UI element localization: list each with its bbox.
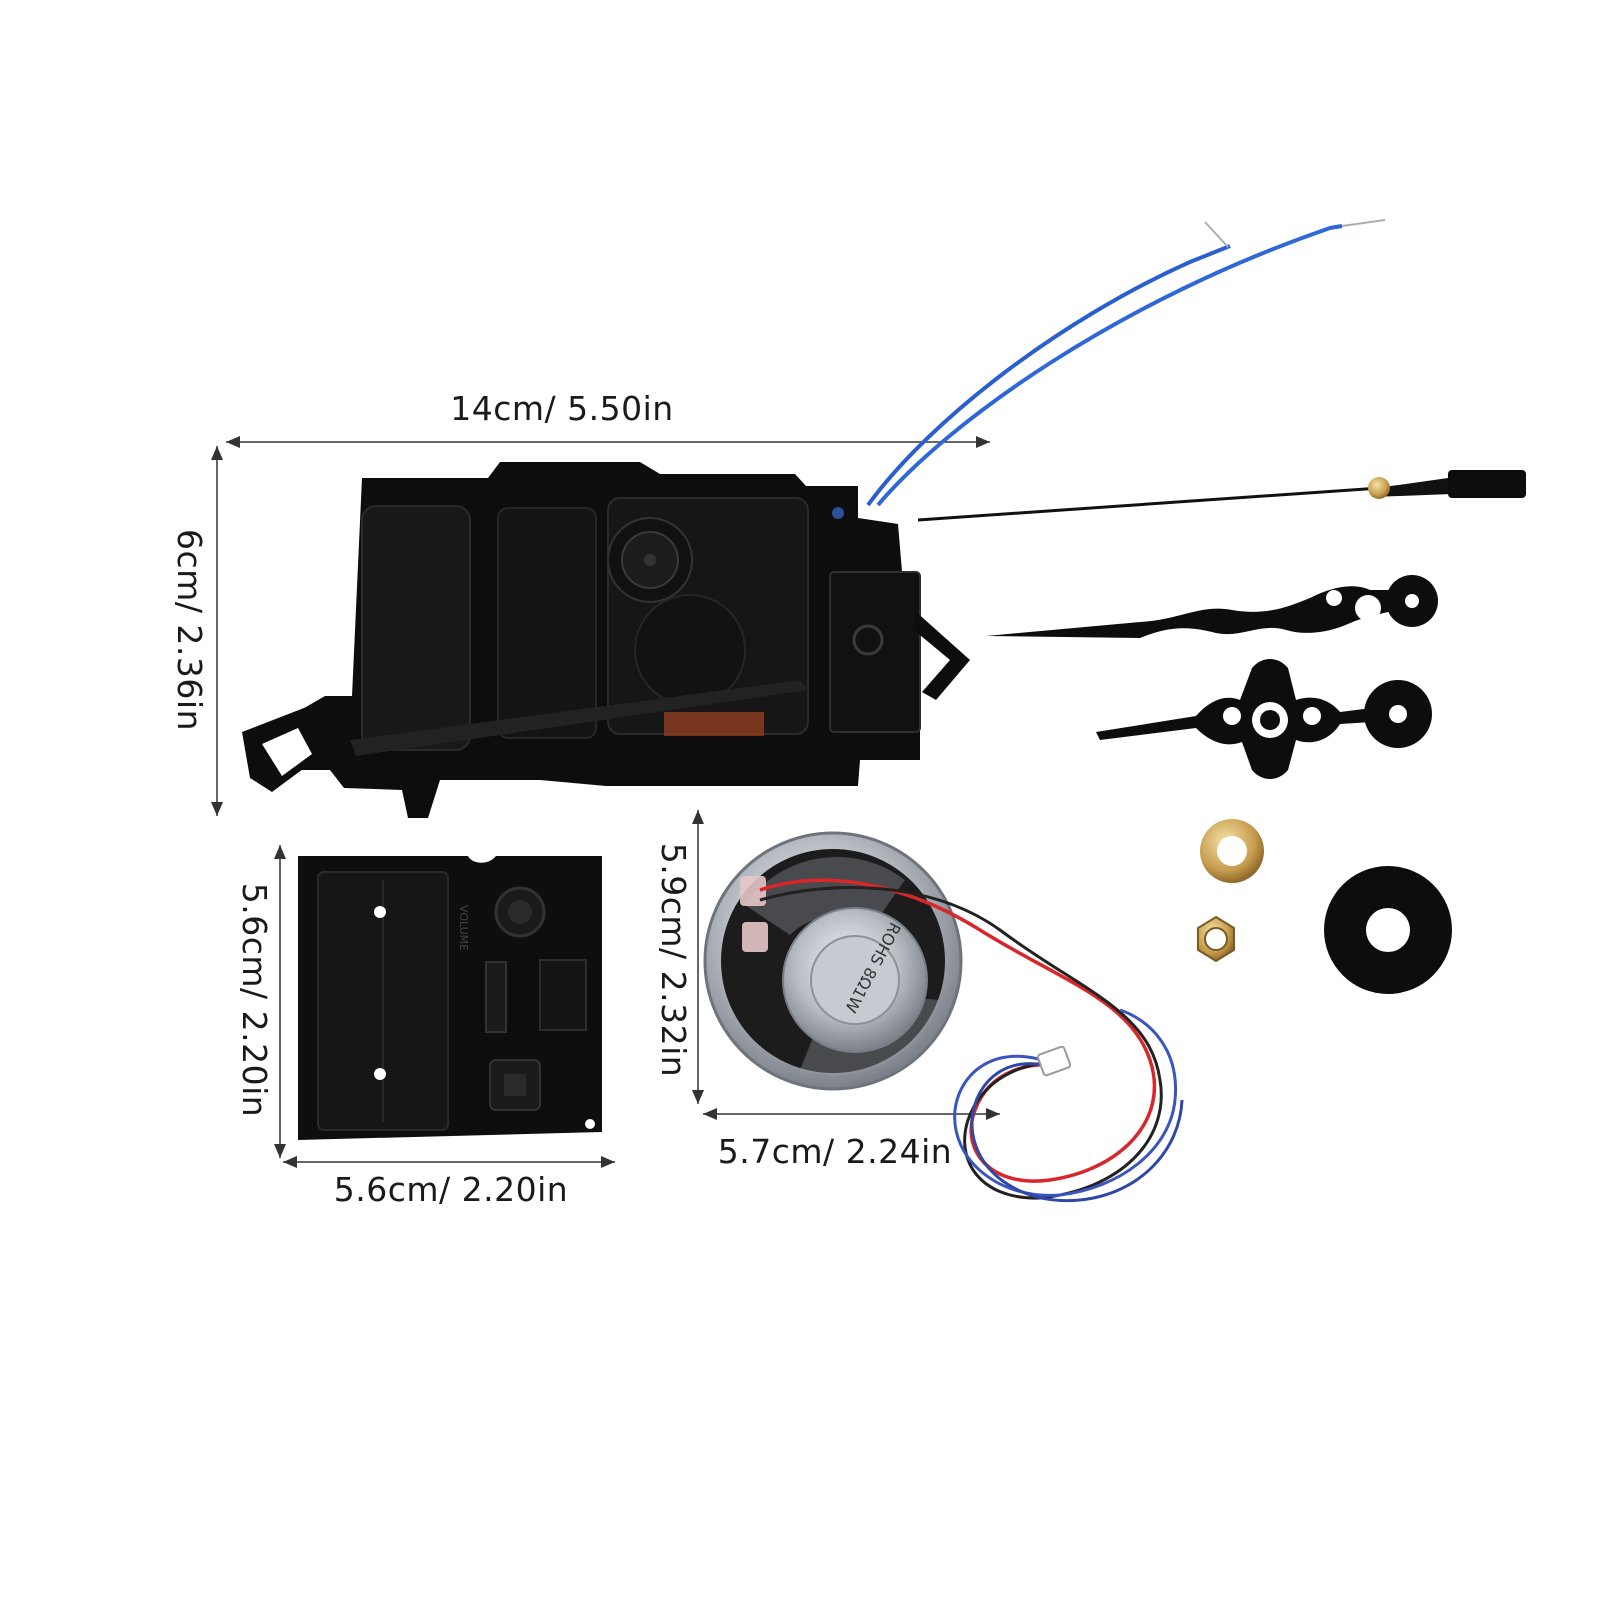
speaker: ROHS 8Ω1W xyxy=(703,831,963,1091)
second-hand xyxy=(917,470,1526,522)
label-board-width: 5.6cm/ 2.20in xyxy=(334,1170,568,1209)
label-movement-height: 6cm/ 2.36in xyxy=(170,529,209,731)
speaker-wires xyxy=(759,878,1184,1203)
brass-washer xyxy=(1200,819,1264,883)
hex-nut xyxy=(1197,915,1235,963)
label-speaker-width: 5.7cm/ 2.24in xyxy=(718,1132,952,1171)
hour-hand xyxy=(1096,659,1432,779)
label-board-height: 5.6cm/ 2.20in xyxy=(235,883,274,1117)
rubber-washer xyxy=(1324,866,1452,994)
label-speaker-height: 5.9cm/ 2.32in xyxy=(654,843,693,1077)
dimension-movement-width: 14cm/ 5.50in xyxy=(226,389,990,448)
dimension-board-height: 5.6cm/ 2.20in xyxy=(235,845,286,1158)
minute-hand xyxy=(986,575,1438,638)
clock-movement xyxy=(242,219,1386,818)
dimension-movement-height: 6cm/ 2.36in xyxy=(170,446,223,816)
dimension-speaker-height: 5.9cm/ 2.32in xyxy=(654,810,704,1104)
dimension-board-width: 5.6cm/ 2.20in xyxy=(283,1156,615,1209)
dimension-speaker-width: 5.7cm/ 2.24in xyxy=(703,1108,1000,1171)
board-volume-text: VOLUME xyxy=(457,905,470,951)
label-movement-width: 14cm/ 5.50in xyxy=(450,389,673,428)
chime-board: VOLUME xyxy=(298,856,602,1140)
